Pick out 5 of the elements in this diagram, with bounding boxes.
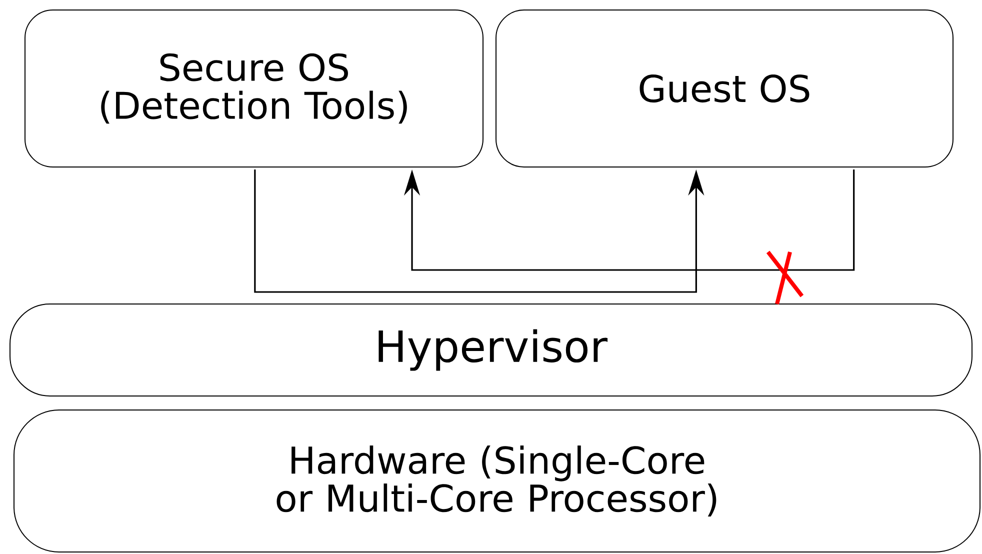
layer-box: Guest OS [496, 10, 954, 168]
layer-box: Secure OS (Detection Tools) [24, 10, 484, 168]
arrow [404, 170, 855, 271]
layer-box: Hypervisor [10, 304, 973, 396]
layer-box: Hardware (Single-Core or Multi-Core Processor) [14, 410, 981, 552]
